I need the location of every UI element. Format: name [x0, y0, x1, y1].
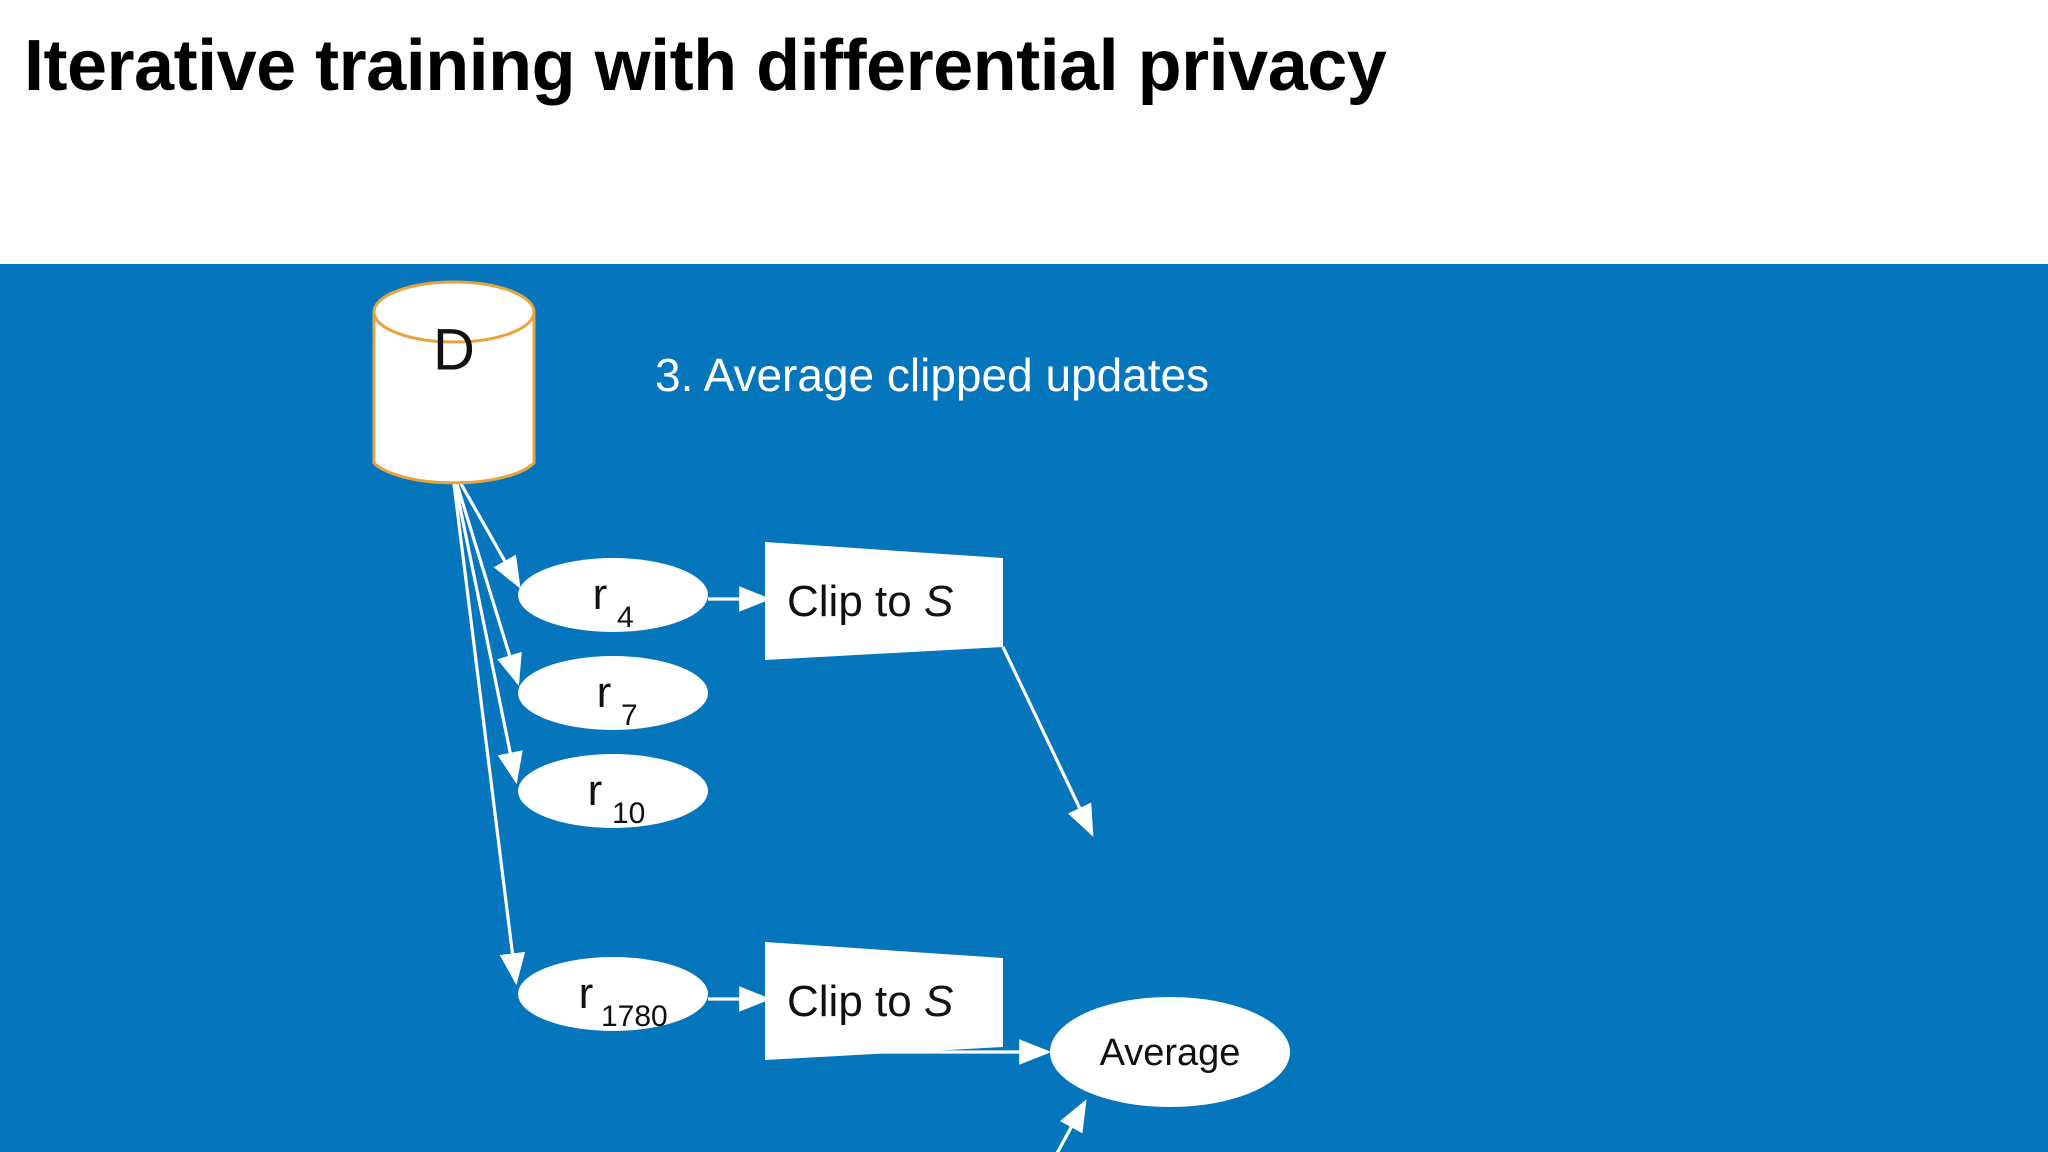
clip-trapezoid [765, 942, 1003, 1060]
clip-label: Clip to S [787, 577, 953, 626]
clip-symbol: S [924, 577, 953, 626]
clip-node-top[interactable]: Clip to S [765, 542, 1003, 660]
update-label: r [597, 668, 612, 717]
edge-group-dataset-to-updates [450, 467, 526, 986]
step-caption: 3. Average clipped updates [655, 349, 1210, 401]
edge-dataset-to-r1780 [450, 467, 526, 986]
clip-label: Clip to S [787, 977, 953, 1026]
cylinder-body [372, 310, 536, 485]
edge-clip-top-to-average [1001, 646, 1094, 837]
page-title: Iterative training with differential pri… [24, 26, 1387, 106]
update-node-r7[interactable]: r 7 [518, 656, 708, 732]
update-subscript: 7 [621, 699, 638, 732]
privacy-pipeline-diagram: D r 4 r 7 r 10 r 1780 [372, 280, 1290, 1152]
edge-group-updates-to-clip [708, 586, 772, 1012]
edge-clip-bottom-to-average [1055, 1099, 1087, 1152]
update-ellipse [518, 558, 708, 632]
update-label: r [593, 570, 608, 619]
update-node-r4[interactable]: r 4 [518, 558, 708, 634]
update-node-r10[interactable]: r 10 [518, 754, 708, 830]
update-label: r [588, 766, 603, 815]
dataset-label: D [433, 317, 475, 382]
update-label: r [579, 969, 594, 1018]
average-label: Average [1100, 1032, 1241, 1074]
edge-dataset-to-r10 [450, 467, 523, 785]
edge-dataset-to-r4 [450, 467, 521, 589]
edge-dataset-to-r7 [450, 467, 522, 687]
update-ellipse [518, 957, 708, 1031]
update-subscript: 1780 [601, 1000, 668, 1033]
average-ellipse [1050, 997, 1290, 1107]
title-band: Iterative training with differential pri… [0, 0, 2048, 264]
clip-trapezoid [765, 542, 1003, 660]
update-node-r1780[interactable]: r 1780 [518, 957, 708, 1033]
update-ellipse [518, 754, 708, 828]
dataset-cylinder[interactable]: D [372, 280, 536, 485]
aggregate-node-average[interactable]: Average [1050, 997, 1290, 1107]
update-subscript: 10 [612, 797, 645, 830]
content-panel: 3. Average clipped updates [0, 264, 2048, 1152]
clip-symbol: S [924, 977, 953, 1026]
update-subscript: 4 [617, 601, 634, 634]
clip-node-bottom[interactable]: Clip to S [765, 942, 1003, 1060]
edge-group-to-average [856, 646, 1094, 1152]
update-ellipse [518, 656, 708, 730]
cylinder-top [372, 280, 536, 344]
